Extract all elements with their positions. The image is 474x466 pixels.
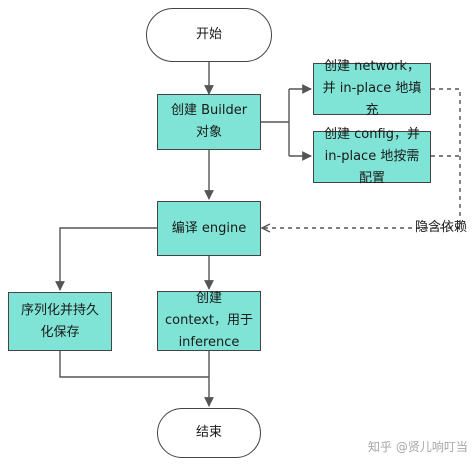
dashed-arrowhead xyxy=(260,223,271,233)
end-label: 结束 xyxy=(195,425,222,440)
create-builder-node: 创建 Builder 对象 xyxy=(157,94,261,150)
create-context-node: 创建 context，用于 inference xyxy=(157,291,261,351)
dashed-implicit-dependency xyxy=(264,88,461,229)
compile-engine-label: 编译 engine xyxy=(171,220,247,236)
connector-to-end xyxy=(59,351,209,406)
create-config-label: 创建 config，并 in-place 地按需配置 xyxy=(324,127,420,186)
start-label: 开始 xyxy=(195,27,222,42)
create-builder-label: 创建 Builder 对象 xyxy=(170,103,248,140)
connector-builder-branch xyxy=(261,89,290,156)
create-config-node: 创建 config，并 in-place 地按需配置 xyxy=(313,127,431,186)
connector-engine-to-serialize xyxy=(55,227,157,291)
serialize-label: 序列化并持久化保存 xyxy=(20,302,99,340)
create-network-label: 创建 network，并 in-place 地填充 xyxy=(322,59,422,118)
end-node: 结束 xyxy=(157,408,261,458)
compile-engine-node: 编译 engine xyxy=(157,201,261,256)
serialize-node: 序列化并持久化保存 xyxy=(8,292,112,351)
create-network-node: 创建 network，并 in-place 地填充 xyxy=(313,59,431,118)
start-node: 开始 xyxy=(146,8,272,62)
watermark: 知乎 @贤儿响叮当 xyxy=(368,440,468,454)
implicit-dependency-label: 隐含依赖 xyxy=(415,220,468,235)
create-context-label: 创建 context，用于 inference xyxy=(165,291,253,350)
